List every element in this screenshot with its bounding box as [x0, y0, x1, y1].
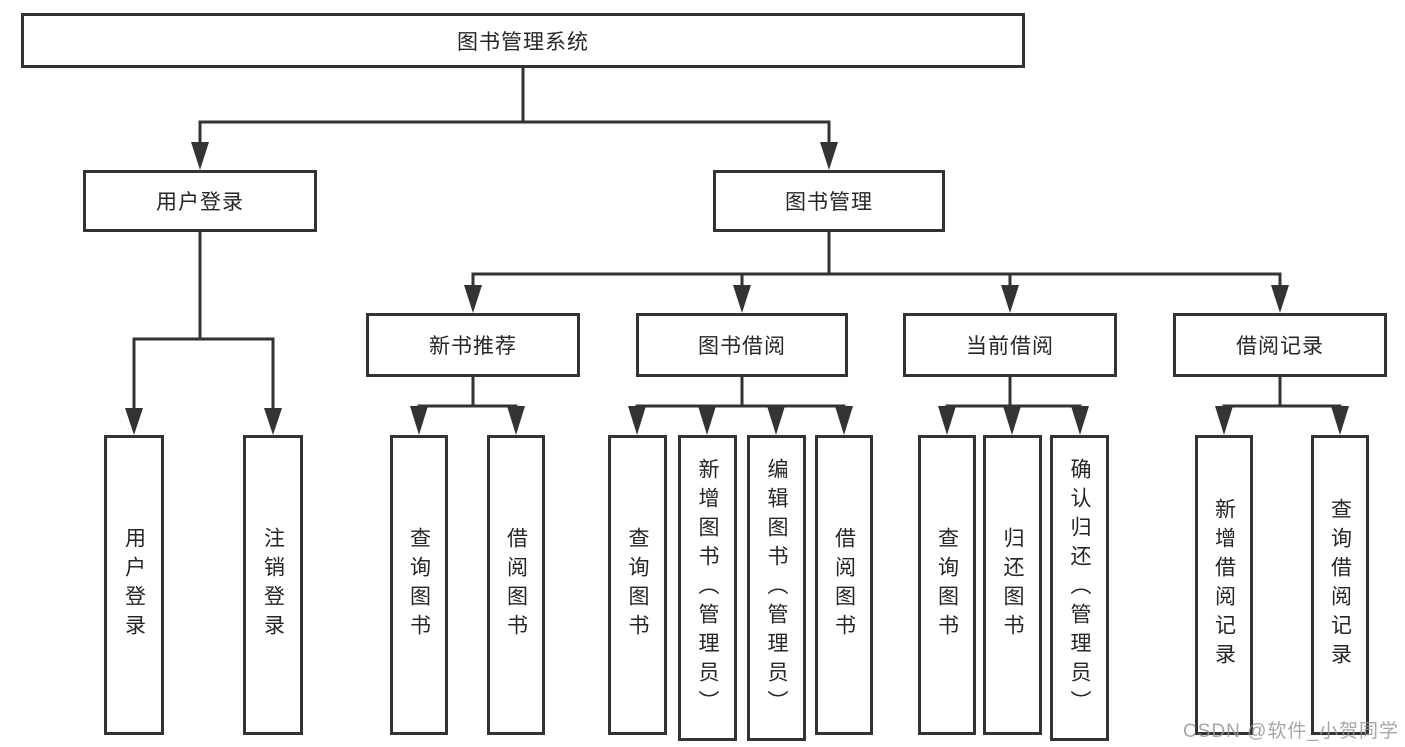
- arrowhead: [1271, 285, 1289, 313]
- node-book-borrowing-label: 图书借阅: [698, 335, 786, 358]
- connector-root-to-level2: [191, 66, 838, 170]
- leaf-confirm-return-admin: 确认归还（管理员）: [1050, 435, 1109, 741]
- leaf-return-book: 归还图书: [983, 435, 1042, 735]
- node-user-login: 用户登录: [83, 170, 317, 232]
- arrowhead: [1331, 406, 1349, 435]
- arrowhead: [264, 408, 282, 435]
- leaf-edit-book-admin-label: 编辑图书（管理员）: [765, 457, 788, 719]
- arrowhead: [698, 406, 716, 435]
- leaf-borrow-books-borrowing: 借阅图书: [815, 435, 873, 735]
- node-root: 图书管理系统: [21, 13, 1025, 68]
- leaf-add-borrowing-record: 新增借阅记录: [1195, 435, 1253, 735]
- leaf-confirm-return-admin-label: 确认归还（管理员）: [1068, 457, 1091, 719]
- arrowhead: [767, 406, 785, 435]
- leaf-query-books-current: 查询图书: [918, 435, 976, 735]
- arrowhead: [191, 142, 209, 170]
- leaf-query-books-borrowing: 查询图书: [608, 435, 667, 735]
- leaf-query-books-newbook-label: 查询图书: [407, 527, 431, 643]
- node-borrowing-records-label: 借阅记录: [1236, 335, 1324, 358]
- leaf-borrow-books-newbook: 借阅图书: [487, 435, 545, 735]
- leaf-add-book-admin: 新增图书（管理员）: [678, 435, 737, 741]
- node-current-borrowing-label: 当前借阅: [966, 335, 1054, 358]
- csdn-watermark: CSDN @软件_小贺同学: [1183, 721, 1399, 742]
- leaf-query-books-borrowing-label: 查询图书: [626, 527, 649, 643]
- connector-borrowing-records-to-leaves: [1215, 375, 1349, 435]
- node-book-management-label: 图书管理: [785, 191, 873, 214]
- leaf-return-book-label: 归还图书: [1001, 527, 1024, 643]
- node-current-borrowing: 当前借阅: [903, 313, 1117, 377]
- arrowhead: [835, 406, 853, 435]
- leaf-query-borrowing-record-label: 查询借阅记录: [1328, 498, 1352, 672]
- node-book-management: 图书管理: [713, 170, 945, 232]
- arrowhead: [410, 406, 428, 435]
- arrowhead: [464, 285, 482, 313]
- arrowhead: [820, 142, 838, 170]
- node-new-book-recommendation: 新书推荐: [366, 313, 580, 377]
- arrowhead: [1215, 406, 1233, 435]
- connector-book-borrowing-to-leaves: [628, 375, 853, 435]
- leaf-query-books-newbook: 查询图书: [390, 435, 448, 735]
- connector-new-book-to-leaves: [410, 375, 525, 435]
- leaf-query-books-current-label: 查询图书: [935, 527, 959, 643]
- arrowhead: [1071, 406, 1089, 435]
- node-new-book-recommendation-label: 新书推荐: [429, 335, 517, 358]
- node-borrowing-records: 借阅记录: [1173, 313, 1387, 377]
- arrowhead: [1003, 406, 1021, 435]
- leaf-borrow-books-newbook-label: 借阅图书: [504, 527, 528, 643]
- leaf-borrow-books-borrowing-label: 借阅图书: [832, 527, 856, 643]
- leaf-user-login-label: 用户登录: [122, 527, 146, 643]
- arrowhead: [628, 406, 646, 435]
- leaf-user-login: 用户登录: [104, 435, 164, 735]
- leaf-add-borrowing-record-label: 新增借阅记录: [1212, 498, 1236, 672]
- leaf-query-borrowing-record: 查询借阅记录: [1311, 435, 1369, 735]
- node-user-login-label: 用户登录: [156, 191, 244, 214]
- arrowhead: [733, 285, 751, 313]
- leaf-logout-label: 注销登录: [261, 527, 285, 643]
- arrowhead: [1001, 285, 1019, 313]
- connector-book-management-to-level3: [464, 230, 1289, 313]
- connector-user-login-to-leaves: [125, 230, 282, 435]
- leaf-logout: 注销登录: [243, 435, 303, 735]
- connector-current-borrowing-to-leaves: [938, 375, 1089, 435]
- node-root-label: 图书管理系统: [457, 30, 589, 54]
- leaf-edit-book-admin: 编辑图书（管理员）: [747, 435, 806, 741]
- arrowhead: [507, 406, 525, 435]
- arrowhead: [125, 408, 143, 435]
- leaf-add-book-admin-label: 新增图书（管理员）: [696, 457, 719, 719]
- node-book-borrowing: 图书借阅: [636, 313, 848, 377]
- arrowhead: [938, 406, 956, 435]
